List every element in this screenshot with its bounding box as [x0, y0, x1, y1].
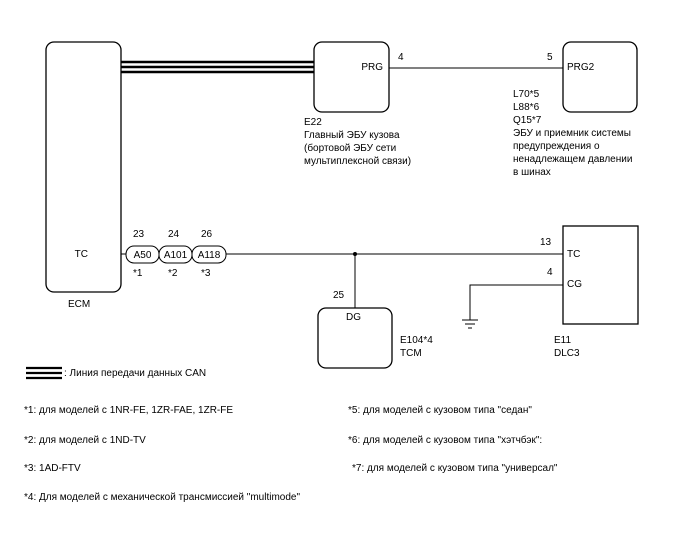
connector-a50-pin: 23: [133, 229, 145, 240]
tpms-ecu-pin-number: 5: [547, 52, 553, 63]
connector-a101-id: A101: [164, 250, 188, 261]
dlc3-pin-tc-number: 13: [540, 237, 552, 248]
ground-icon: [462, 284, 563, 329]
tcm-code: E104*4: [400, 335, 433, 346]
tcm-label: TCM: [400, 348, 422, 359]
connector-a50-id: A50: [134, 250, 152, 261]
main-body-ecu-pin-name: PRG: [361, 62, 383, 73]
tcm-pin-number: 25: [333, 290, 345, 301]
note-5: *5: для моделей с кузовом типа "седан": [348, 405, 532, 416]
main-body-ecu-box: [313, 41, 390, 113]
dlc3-pin-cg-name: CG: [567, 279, 582, 290]
note-4: *4: Для моделей с механической трансмисс…: [24, 492, 300, 503]
legend-can-label: : Линия передачи данных CAN: [64, 368, 206, 379]
connector-a50-note: *1: [133, 268, 143, 279]
main-body-ecu-pin-number: 4: [398, 52, 404, 63]
tpms-ecu-pin-name: PRG2: [567, 62, 595, 73]
dlc3-code: E11: [554, 335, 571, 346]
legend-can-symbol: [26, 366, 62, 380]
tpms-ecu-code-2: L88*6: [513, 102, 540, 113]
dlc3-label: DLC3: [554, 348, 580, 359]
connector-a50: A50 23 *1: [125, 229, 160, 279]
main-body-ecu-desc-1: Главный ЭБУ кузова: [304, 130, 400, 141]
can-bus-line: [121, 60, 314, 74]
ecm-box: [45, 41, 122, 293]
connector-a101-pin: 24: [168, 229, 180, 240]
ecm-label: ECM: [68, 299, 90, 310]
connector-a101: A101 24 *2: [158, 229, 193, 279]
tpms-ecu-box: [562, 41, 638, 113]
tcm-box: [317, 307, 393, 369]
tpms-ecu-code-1: L70*5: [513, 89, 540, 100]
connector-a101-note: *2: [168, 268, 178, 279]
note-3: *3: 1AD-FTV: [24, 463, 81, 474]
tpms-ecu-desc-3: ненадлежащем давлении: [513, 154, 632, 165]
connector-a118-pin: 26: [201, 229, 213, 240]
connector-a118-id: A118: [198, 250, 221, 261]
main-body-ecu-desc-2: (бортовой ЭБУ сети: [304, 142, 396, 154]
main-body-ecu-code: E22: [304, 117, 322, 128]
note-1: *1: для моделей с 1NR-FE, 1ZR-FAE, 1ZR-F…: [24, 405, 233, 416]
dlc3-box: [562, 225, 639, 325]
note-7: *7: для моделей с кузовом типа "универса…: [352, 463, 558, 474]
note-2: *2: для моделей с 1ND-TV: [24, 435, 146, 446]
main-body-ecu-desc-3: мультиплексной связи): [304, 156, 411, 167]
tpms-ecu-code-3: Q15*7: [513, 115, 542, 126]
connector-a118: A118 26 *3: [191, 229, 227, 279]
dlc3-pin-cg-number: 4: [547, 267, 553, 278]
note-6: *6: для моделей с кузовом типа "хэтчбэк"…: [348, 434, 542, 446]
tpms-ecu-desc-2: предупреждения о: [513, 141, 600, 152]
tpms-ecu-desc-1: ЭБУ и приемник системы: [513, 128, 631, 139]
ecm-pin-tc-label: TC: [75, 249, 88, 260]
tpms-ecu-desc-4: в шинах: [513, 167, 551, 178]
tcm-pin-name: DG: [346, 312, 361, 323]
dlc3-pin-tc-name: TC: [567, 249, 580, 260]
connector-a118-note: *3: [201, 268, 211, 279]
